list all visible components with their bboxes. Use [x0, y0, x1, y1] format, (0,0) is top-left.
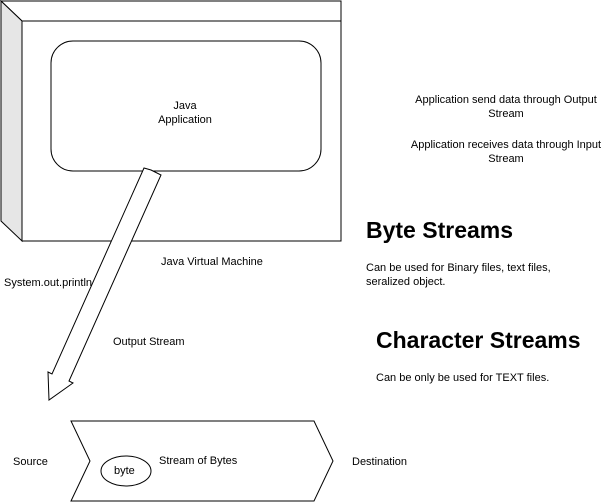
character-streams-heading: Character Streams	[376, 327, 581, 353]
java-application-label-line2: Application	[158, 114, 212, 126]
java-application-label-line1: Java	[173, 100, 197, 112]
byte-streams-desc-line1: Can be used for Binary files, text files…	[366, 262, 551, 274]
receive-note: Application receives data through Input …	[393, 138, 614, 166]
receive-note-line1: Application receives data through Input	[410, 139, 602, 151]
jvm-box-top	[0, 0, 342, 22]
java-application-box	[50, 40, 322, 172]
java-application-label: Java Application	[135, 99, 235, 127]
receive-note-line2: Stream	[488, 153, 524, 165]
byte-ellipse	[100, 455, 152, 487]
jvm-label: Java Virtual Machine	[161, 256, 263, 268]
byte-streams-heading: Byte Streams	[366, 217, 514, 243]
character-streams-desc: Can be only be used for TEXT files.	[376, 372, 550, 384]
stream-of-bytes-label: Stream of Bytes	[159, 455, 238, 467]
output-stream-arrow	[47, 167, 162, 401]
destination-label: Destination	[352, 456, 408, 468]
send-note: Application send data through Output Str…	[376, 93, 614, 121]
system-out-label: System.out.println	[4, 277, 93, 289]
jvm-box-side	[0, 0, 23, 243]
byte-label: byte	[114, 465, 135, 477]
send-note-line2: Stream	[488, 108, 524, 120]
output-stream-label: Output Stream	[113, 336, 185, 348]
source-label: Source	[13, 456, 48, 468]
send-note-line1: Application send data through Output	[415, 94, 597, 106]
byte-streams-desc: Can be used for Binary files, text files…	[366, 261, 551, 289]
byte-streams-desc-line2: seralized object.	[366, 276, 446, 288]
